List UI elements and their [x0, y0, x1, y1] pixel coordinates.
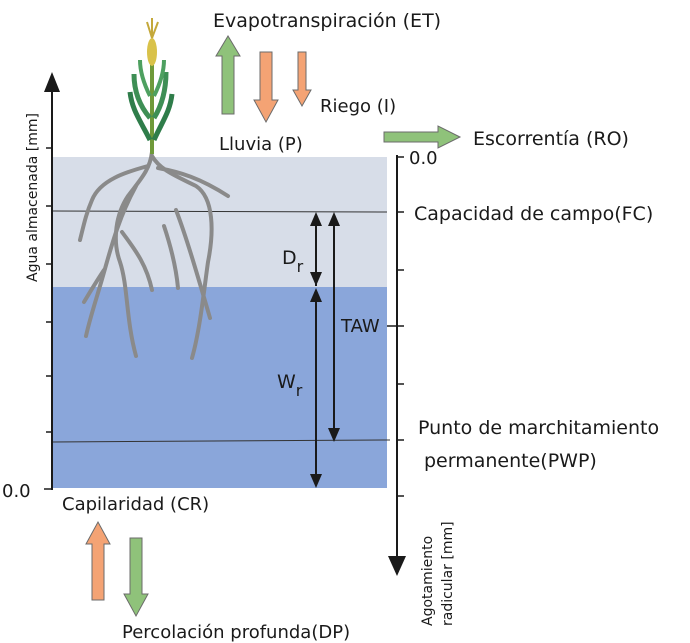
right-axis-label-line1: Agotamiento — [420, 536, 436, 626]
pwp-label-line1: Punto de marchitamiento — [418, 417, 659, 439]
lower-soil-zone — [52, 287, 387, 488]
plant-roots — [78, 150, 230, 360]
irrigation-down-arrow — [292, 51, 312, 108]
fc-label: Capacidad de campo(FC) — [414, 203, 653, 225]
zero-right-label: 0.0 — [409, 148, 438, 169]
percolation-down-arrow — [123, 537, 149, 618]
rain-down-arrow — [253, 51, 279, 124]
dr-label: Dr — [282, 247, 304, 276]
capillarity-up-arrow — [85, 520, 111, 601]
et-up-arrow — [215, 35, 241, 115]
riego-label: Riego (I) — [320, 96, 396, 117]
capilaridad-label: Capilaridad (CR) — [62, 494, 209, 515]
dr-arrow — [310, 212, 322, 286]
taw-arrow — [328, 212, 340, 442]
corn-plant-icon — [127, 18, 175, 154]
runoff-right-arrow — [383, 125, 462, 149]
et-label: Evapotranspiración (ET) — [213, 10, 441, 32]
pwp-label-line2: permanente(PWP) — [424, 450, 597, 472]
wr-arrow — [310, 288, 322, 488]
left-axis — [44, 72, 60, 490]
right-axis — [387, 155, 406, 576]
right-axis-label-line2: radicular [mm] — [440, 521, 456, 626]
zero-left-label: 0.0 — [2, 481, 31, 502]
left-axis-label: Agua almacenada [mm] — [25, 113, 41, 282]
percolacion-label: Percolación profunda(DP) — [122, 622, 350, 643]
escorrentia-label: Escorrentía (RO) — [473, 128, 629, 150]
lluvia-label: Lluvia (P) — [219, 134, 303, 155]
wr-label: Wr — [277, 371, 303, 400]
taw-label: TAW — [340, 316, 380, 337]
fc-line — [51, 210, 388, 213]
